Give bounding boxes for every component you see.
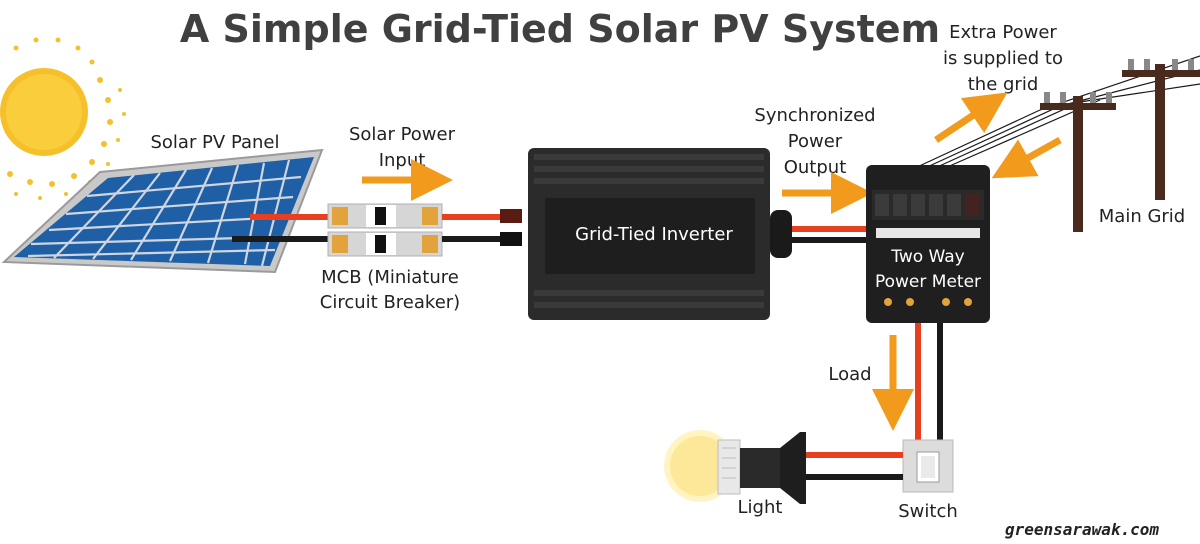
- light-bulb-icon: [664, 430, 806, 504]
- sync-label-1: Synchronized: [754, 105, 875, 126]
- arrow-grid-to-meter: [991, 136, 1062, 179]
- extra-power-label-2: is supplied to: [943, 48, 1063, 69]
- diagram-title: A Simple Grid-Tied Solar PV System: [180, 7, 940, 51]
- light-label: Light: [738, 497, 783, 518]
- inverter-label: Grid-Tied Inverter: [575, 224, 733, 245]
- connector-black: [500, 232, 522, 246]
- switch-label: Switch: [898, 501, 958, 522]
- utility-pole-icon: [1122, 59, 1200, 200]
- mcb-icon: [327, 203, 443, 257]
- solar-input-label-2: Input: [379, 150, 426, 171]
- power-meter-box: [866, 165, 990, 323]
- sync-label-3: Output: [784, 157, 847, 178]
- load-label: Load: [828, 364, 871, 385]
- solar-input-label-1: Solar Power: [349, 124, 456, 145]
- inverter-box: [528, 148, 792, 320]
- main-grid-label: Main Grid: [1099, 206, 1185, 227]
- mcb-label-1: MCB (Miniature: [321, 267, 459, 288]
- utility-pole-icon: [1040, 92, 1116, 232]
- watermark: greensarawak.com: [1005, 520, 1159, 539]
- mcb-label-2: Circuit Breaker): [320, 292, 460, 313]
- sun-icon: [0, 37, 126, 200]
- solar-panel-icon: [1, 148, 324, 274]
- extra-power-label-3: the grid: [968, 74, 1039, 95]
- solar-panel-label: Solar PV Panel: [150, 132, 279, 153]
- arrow-extra-to-grid: [934, 92, 1008, 143]
- switch-icon: [902, 439, 954, 493]
- sync-label-2: Power: [788, 131, 843, 152]
- meter-label-2: Power Meter: [875, 272, 981, 292]
- connector-red: [500, 209, 522, 223]
- extra-power-label-1: Extra Power: [949, 22, 1057, 43]
- meter-label-1: Two Way: [890, 247, 964, 267]
